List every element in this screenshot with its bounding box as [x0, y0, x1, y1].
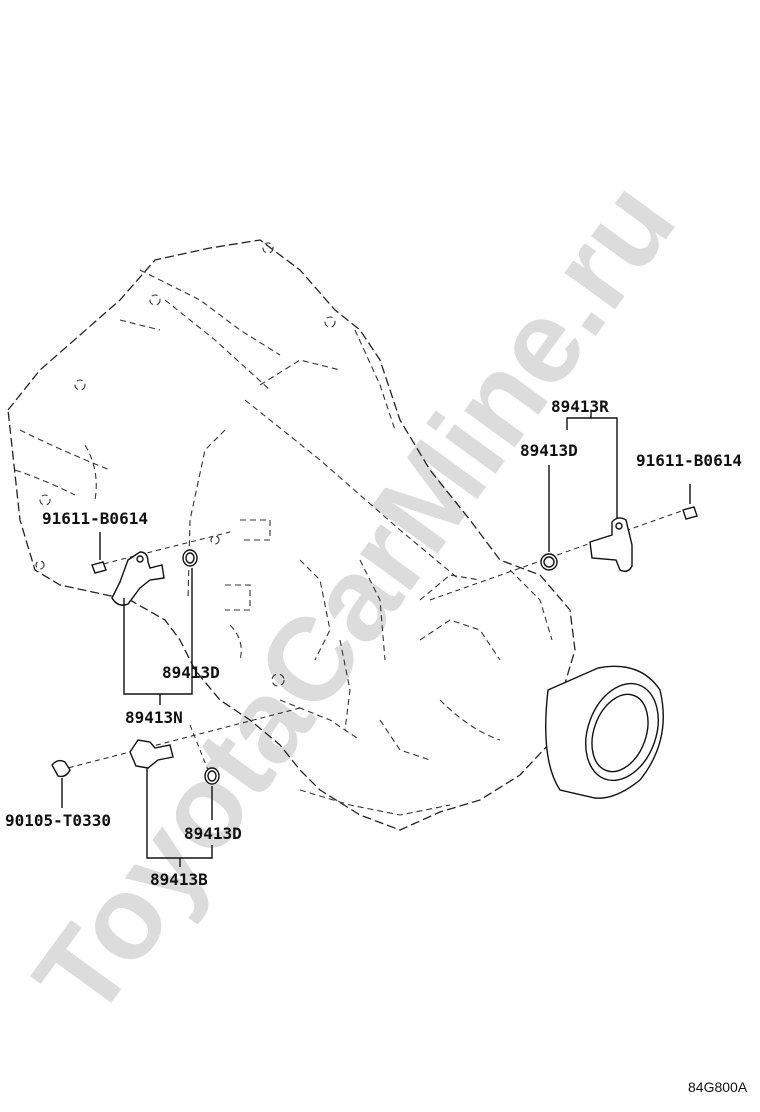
label-89413b: 89413B: [150, 870, 208, 889]
label-89413r: 89413R: [551, 397, 609, 416]
label-89413d-lower: 89413D: [184, 824, 242, 843]
o-ring-89413d-mid: [182, 549, 198, 567]
bolt-90105-t0330: [51, 759, 71, 778]
label-91611-b0614-right: 91611-B0614: [636, 451, 742, 470]
label-89413n: 89413N: [125, 708, 183, 727]
label-90105-t0330: 90105-T0330: [5, 811, 111, 830]
output-flange: [545, 665, 664, 799]
installation-axes: [59, 507, 691, 776]
transmission-housing: [7, 239, 576, 831]
sensor-89413r-group: [540, 410, 698, 573]
sensor-89413b: [129, 739, 174, 769]
sensor-89413b-group: [51, 739, 220, 867]
bolt-91611-b0614-left: [91, 561, 107, 574]
diagram-code: 84G800A: [688, 1079, 748, 1095]
bolt-91611-b0614-right: [682, 506, 698, 520]
sensor-89413n-group: [91, 532, 198, 705]
sensor-89413n: [111, 551, 165, 606]
label-89413d-mid: 89413D: [162, 663, 220, 682]
label-91611-b0614-left: 91611-B0614: [42, 509, 148, 528]
sensor-89413r: [589, 517, 633, 573]
o-ring-89413d-lower: [204, 767, 220, 785]
label-89413d-right: 89413D: [520, 441, 578, 460]
